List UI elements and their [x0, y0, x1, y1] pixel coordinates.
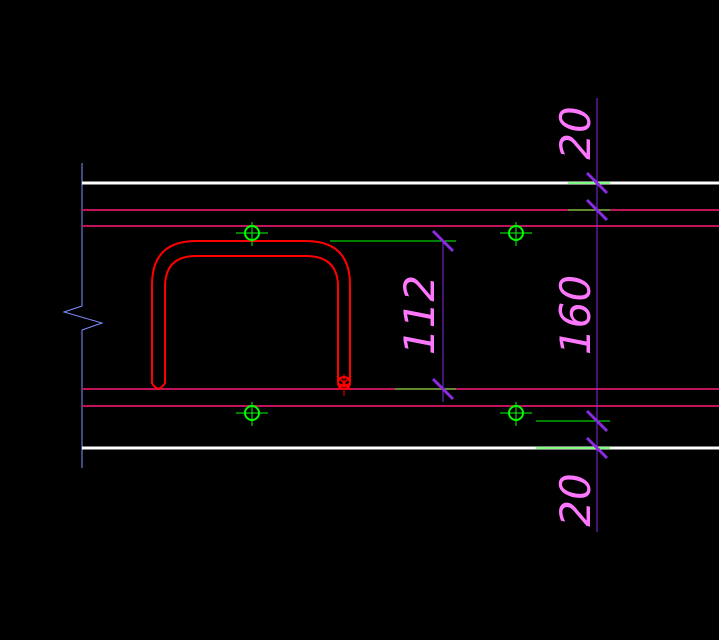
dim-tick-hook-top	[431, 229, 455, 253]
break-line	[62, 163, 104, 468]
dim-text-top-cover: 20	[551, 106, 600, 159]
dim-tick-hook-bottom	[431, 377, 455, 401]
dim-tick-2	[585, 198, 609, 222]
hook-bar	[151, 240, 351, 390]
dim-tick-4	[585, 436, 609, 460]
rebar-point-1	[236, 222, 268, 246]
dim-text-bottom-cover: 20	[551, 473, 600, 526]
rebar-point-3	[236, 402, 268, 426]
hook-end-marker	[336, 374, 352, 396]
dim-tick-1	[585, 171, 609, 195]
rebar-point-4	[500, 402, 532, 426]
rebar-point-2	[500, 222, 532, 246]
dim-tick-3	[585, 409, 609, 433]
dim-text-hook-depth: 112	[395, 275, 444, 355]
dim-text-overall: 160	[551, 275, 600, 355]
